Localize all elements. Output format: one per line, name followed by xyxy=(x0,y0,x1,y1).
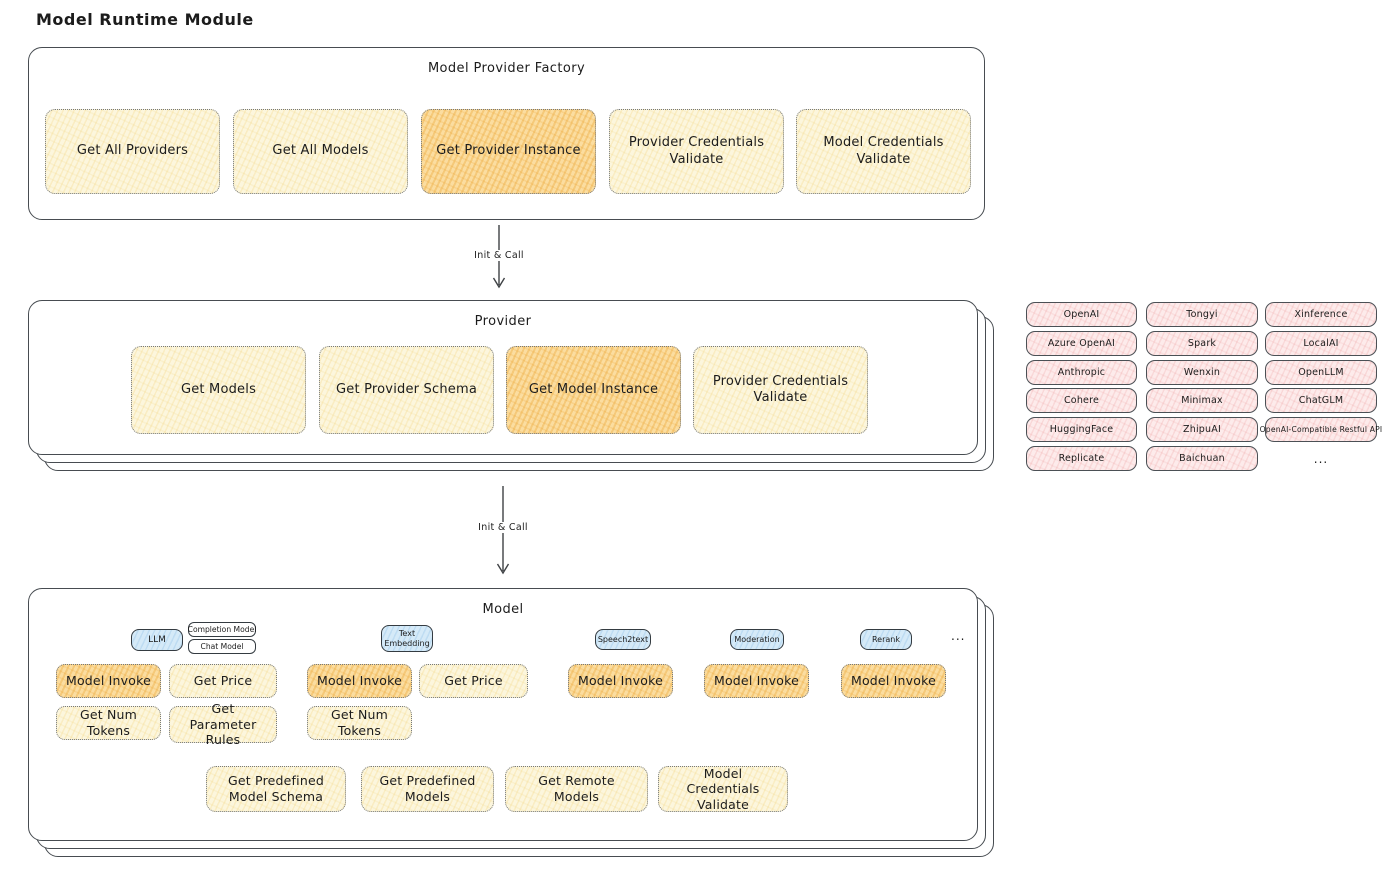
provider-action-provider-credentials-validate[interactable]: Provider Credentials Validate xyxy=(693,346,868,434)
arrow-label-init-call-2: Init & Call xyxy=(474,522,532,533)
provider-item-replicate[interactable]: Replicate xyxy=(1026,446,1137,471)
provider-item-openai[interactable]: OpenAI xyxy=(1026,302,1137,327)
factory-action-provider-credentials-validate[interactable]: Provider Credentials Validate xyxy=(609,109,784,194)
provider-action-get-models[interactable]: Get Models xyxy=(131,346,306,434)
provider-item-openai-compatible-restful-api[interactable]: OpenAI-Compatible Restful API xyxy=(1260,417,1382,442)
model-action-get-remote-models[interactable]: Get Remote Models xyxy=(505,766,648,812)
model-capability-llm-get-parameter-rules[interactable]: Get Parameter Rules xyxy=(169,701,277,747)
provider-item-huggingface[interactable]: HuggingFace xyxy=(1026,417,1137,442)
factory-action-get-all-models[interactable]: Get All Models xyxy=(233,109,408,194)
factory-action-get-provider-instance[interactable]: Get Provider Instance xyxy=(421,109,596,194)
model-type-tag-speech2text[interactable]: Speech2text xyxy=(595,629,651,650)
provider-list-more: ... xyxy=(1313,451,1329,466)
provider-item-baichuan[interactable]: Baichuan xyxy=(1146,446,1258,471)
provider-action-get-provider-schema[interactable]: Get Provider Schema xyxy=(319,346,494,434)
provider-item-zhipuai[interactable]: ZhipuAI xyxy=(1146,417,1258,442)
model-action-get-predefined-models[interactable]: Get Predefined Models xyxy=(361,766,494,812)
model-subtype-tag-completion-model[interactable]: Completion Model xyxy=(188,622,256,637)
model-capability-rerank-model-invoke[interactable]: Model Invoke xyxy=(841,664,946,698)
diagram-title: Model Runtime Module xyxy=(36,10,254,29)
factory-box: Model Provider Factory Get All Providers… xyxy=(28,47,985,220)
model-action-get-predefined-model-schema[interactable]: Get Predefined Model Schema xyxy=(206,766,346,812)
model-capability-text-embedding-model-invoke[interactable]: Model Invoke xyxy=(307,664,412,698)
provider-item-chatglm[interactable]: ChatGLM xyxy=(1265,388,1377,413)
provider-item-anthropic[interactable]: Anthropic xyxy=(1026,360,1137,385)
provider-item-wenxin[interactable]: Wenxin xyxy=(1146,360,1258,385)
provider-item-azure-openai[interactable]: Azure OpenAI xyxy=(1026,331,1137,356)
provider-item-spark[interactable]: Spark xyxy=(1146,331,1258,356)
provider-item-localai[interactable]: LocalAI xyxy=(1265,331,1377,356)
provider-item-xinference[interactable]: Xinference xyxy=(1265,302,1377,327)
factory-container: Model Provider Factory Get All Providers… xyxy=(28,47,985,220)
model-types-more: ... xyxy=(951,629,966,643)
factory-action-model-credentials-validate[interactable]: Model Credentials Validate xyxy=(796,109,971,194)
provider-item-minimax[interactable]: Minimax xyxy=(1146,388,1258,413)
model-capability-llm-get-num-tokens[interactable]: Get Num Tokens xyxy=(56,706,161,740)
model-capability-llm-model-invoke[interactable]: Model Invoke xyxy=(56,664,161,698)
provider-title: Provider xyxy=(474,314,532,329)
provider-item-openllm[interactable]: OpenLLM xyxy=(1265,360,1377,385)
model-capability-text-embedding-get-price[interactable]: Get Price xyxy=(419,664,528,698)
provider-action-get-model-instance[interactable]: Get Model Instance xyxy=(506,346,681,434)
model-title: Model xyxy=(482,602,524,617)
model-type-tag-moderation[interactable]: Moderation xyxy=(730,629,784,650)
model-type-tag-rerank[interactable]: Rerank xyxy=(860,629,912,650)
model-type-tag-text-embedding[interactable]: Text Embedding xyxy=(381,625,433,652)
arrow-label-init-call-1: Init & Call xyxy=(470,250,528,261)
model-capability-llm-get-price[interactable]: Get Price xyxy=(169,664,277,698)
model-capability-moderation-model-invoke[interactable]: Model Invoke xyxy=(704,664,809,698)
provider-item-tongyi[interactable]: Tongyi xyxy=(1146,302,1258,327)
model-capability-text-embedding-get-num-tokens[interactable]: Get Num Tokens xyxy=(307,706,412,740)
model-capability-speech2text-model-invoke[interactable]: Model Invoke xyxy=(568,664,673,698)
model-type-tag-llm[interactable]: LLM xyxy=(131,629,183,651)
model-action-model-credentials-validate[interactable]: Model Credentials Validate xyxy=(658,766,788,812)
model-subtype-tag-chat-model[interactable]: Chat Model xyxy=(188,639,256,654)
factory-action-get-all-providers[interactable]: Get All Providers xyxy=(45,109,220,194)
factory-title: Model Provider Factory xyxy=(427,61,586,76)
provider-item-cohere[interactable]: Cohere xyxy=(1026,388,1137,413)
